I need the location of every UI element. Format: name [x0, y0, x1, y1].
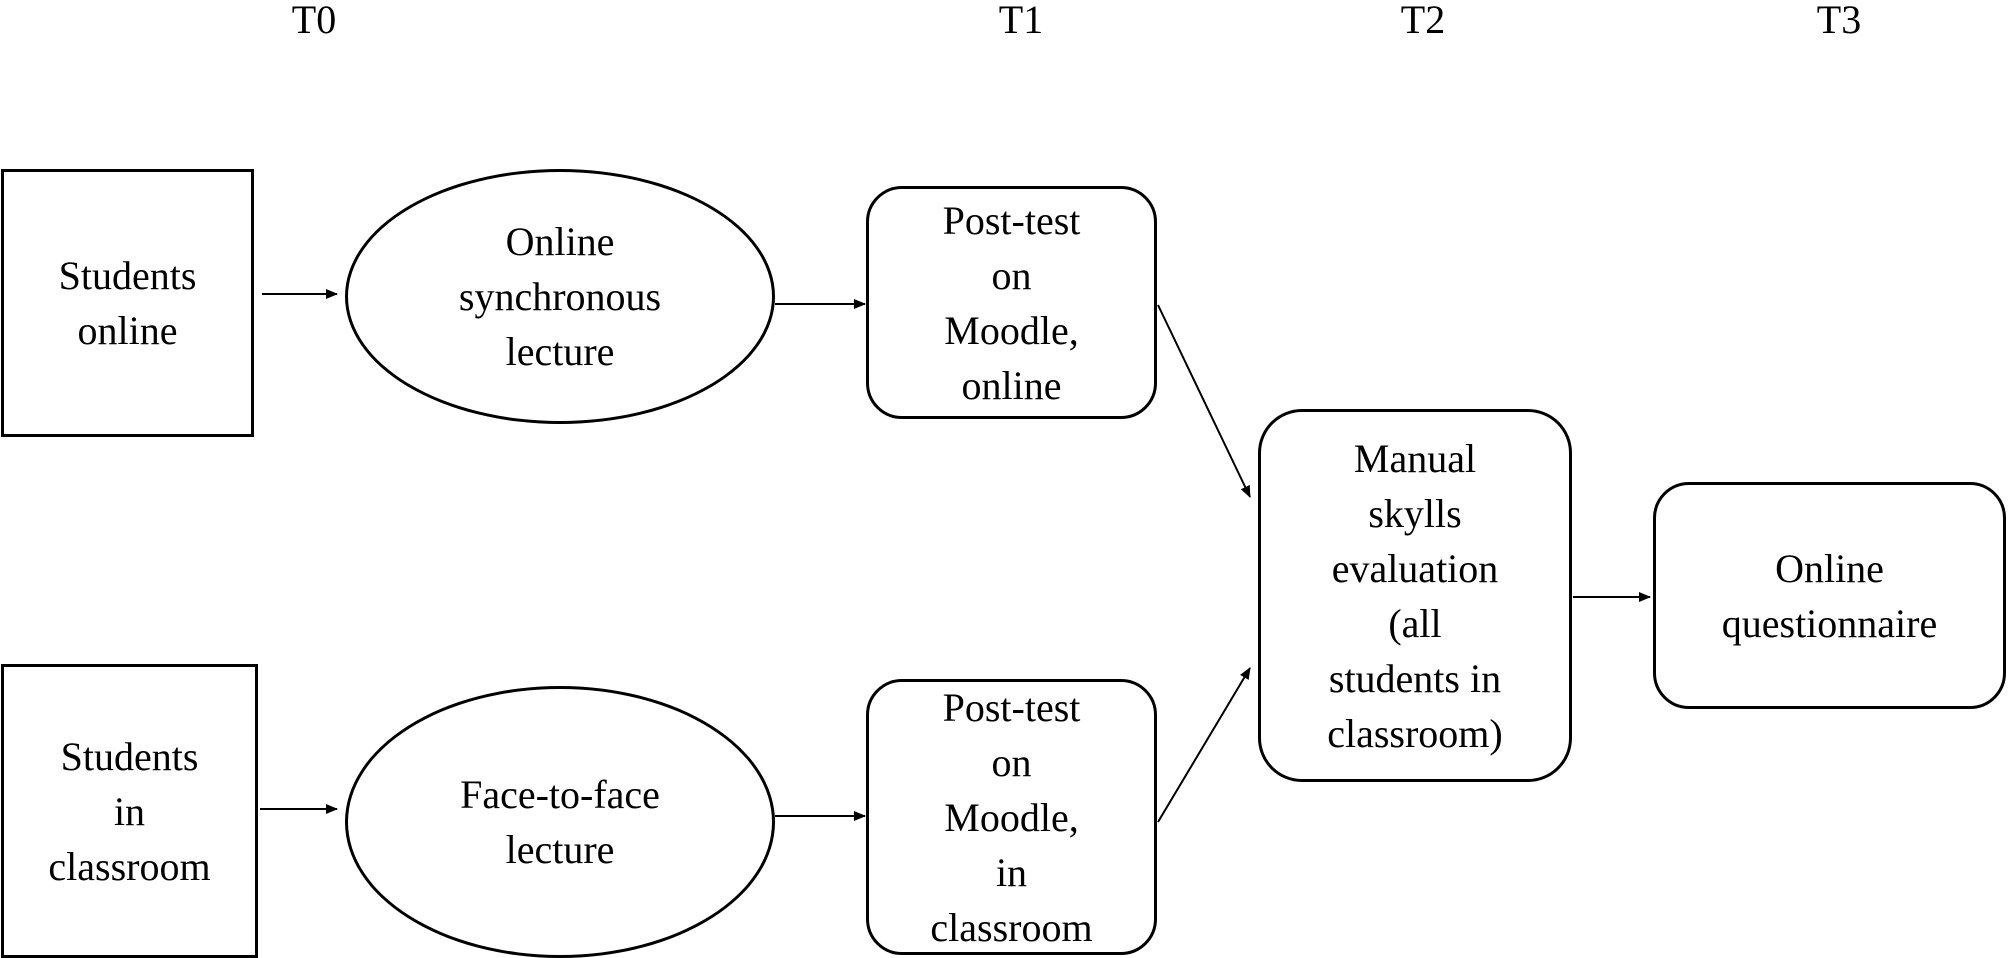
node-online-lecture: Online synchronous lecture [345, 169, 775, 424]
node-online-lecture-label: Online synchronous lecture [458, 219, 662, 374]
node-students-online-label: Students online [58, 253, 197, 353]
node-questionnaire: Online questionnaire [1653, 482, 2006, 709]
node-f2f-lecture-label: Face-to-face lecture [460, 772, 660, 872]
node-posttest-classroom: Post-test on Moodle, in classroom [866, 679, 1157, 955]
arrow-posttest-online-to-manual-eval [1157, 304, 1251, 498]
time-label-t0: T0 [291, 0, 337, 42]
time-label-t3: T3 [1816, 0, 1862, 42]
node-students-online: Students online [1, 169, 254, 437]
node-manual-eval: Manual skylls evaluation (all students i… [1258, 409, 1572, 782]
node-posttest-online: Post-test on Moodle, online [866, 186, 1157, 419]
node-manual-eval-label: Manual skylls evaluation (all students i… [1327, 435, 1503, 756]
arrow-posttest-classroom-to-manual-eval [1157, 667, 1251, 823]
node-posttest-classroom-label: Post-test on Moodle, in classroom [930, 684, 1093, 950]
node-posttest-online-label: Post-test on Moodle, online [942, 197, 1081, 408]
node-students-classroom: Students in classroom [1, 664, 258, 958]
node-questionnaire-label: Online questionnaire [1721, 545, 1938, 646]
time-label-t1: T1 [998, 0, 1044, 42]
node-f2f-lecture: Face-to-face lecture [345, 686, 775, 958]
node-students-classroom-label: Students in classroom [48, 733, 211, 889]
time-label-t2: T2 [1400, 0, 1446, 42]
